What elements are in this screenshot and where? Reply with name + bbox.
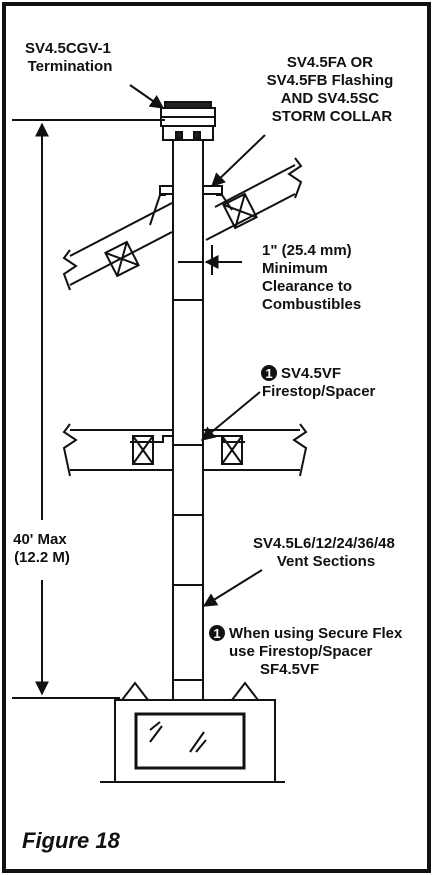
height-label-line1: 40' Max bbox=[13, 531, 67, 548]
firestop-note-marker-number: 1 bbox=[265, 366, 272, 381]
flashing-label-line3: AND SV4.5SC bbox=[281, 90, 380, 107]
vent-sections-label-line1: SV4.5L6/12/24/36/48 bbox=[253, 535, 395, 552]
firestop-label: SV4.5VF Firestop/Spacer bbox=[262, 365, 376, 400]
firestop-label-line1: SV4.5VF bbox=[281, 365, 341, 382]
vent-pipe bbox=[172, 139, 204, 681]
flashing-label: SV4.5FA OR SV4.5FB Flashing AND SV4.5SC … bbox=[267, 54, 398, 125]
termination-label: SV4.5CGV-1 Termination bbox=[25, 40, 115, 75]
flashing-label-line2: SV4.5FB Flashing bbox=[267, 72, 394, 89]
clearance-dimension bbox=[178, 245, 242, 275]
firestop-spacer bbox=[130, 435, 245, 443]
height-label: 40' Max (12.2 M) bbox=[13, 531, 71, 566]
leader-lines bbox=[129, 84, 266, 607]
secure-flex-note-marker bbox=[209, 625, 225, 641]
firestop-note-marker bbox=[261, 365, 277, 381]
firestop-label-line2: Firestop/Spacer bbox=[262, 383, 376, 400]
clearance-label-line3: Clearance to bbox=[262, 278, 352, 295]
clearance-label-line2: Minimum bbox=[262, 260, 328, 277]
fireplace-unit bbox=[100, 679, 285, 783]
clearance-label-line4: Combustibles bbox=[262, 296, 361, 313]
vent-sections-label-line2: Vent Sections bbox=[277, 553, 375, 570]
flashing-label-line4: STORM COLLAR bbox=[272, 108, 393, 125]
termination-label-line1: SV4.5CGV-1 bbox=[25, 40, 111, 57]
termination-label-line2: Termination bbox=[28, 58, 113, 75]
height-dimension bbox=[12, 119, 165, 699]
clearance-label-line1: 1" (25.4 mm) bbox=[262, 242, 352, 259]
figure-caption: Figure 18 bbox=[22, 828, 121, 853]
secure-flex-note: When using Secure Flex use Firestop/Spac… bbox=[229, 625, 407, 678]
vent-sections-label: SV4.5L6/12/24/36/48 Vent Sections bbox=[253, 535, 399, 570]
secure-flex-note-line1: When using Secure Flex bbox=[229, 625, 403, 642]
flashing-label-line1: SV4.5FA OR bbox=[287, 54, 373, 71]
clearance-label: 1" (25.4 mm) Minimum Clearance to Combus… bbox=[262, 242, 361, 313]
height-label-line2: (12.2 M) bbox=[14, 549, 70, 566]
secure-flex-note-line2: use Firestop/Spacer bbox=[229, 643, 373, 660]
secure-flex-note-line3: SF4.5VF bbox=[260, 661, 319, 678]
termination-cap bbox=[160, 101, 216, 141]
secure-flex-note-marker-number: 1 bbox=[213, 626, 220, 641]
